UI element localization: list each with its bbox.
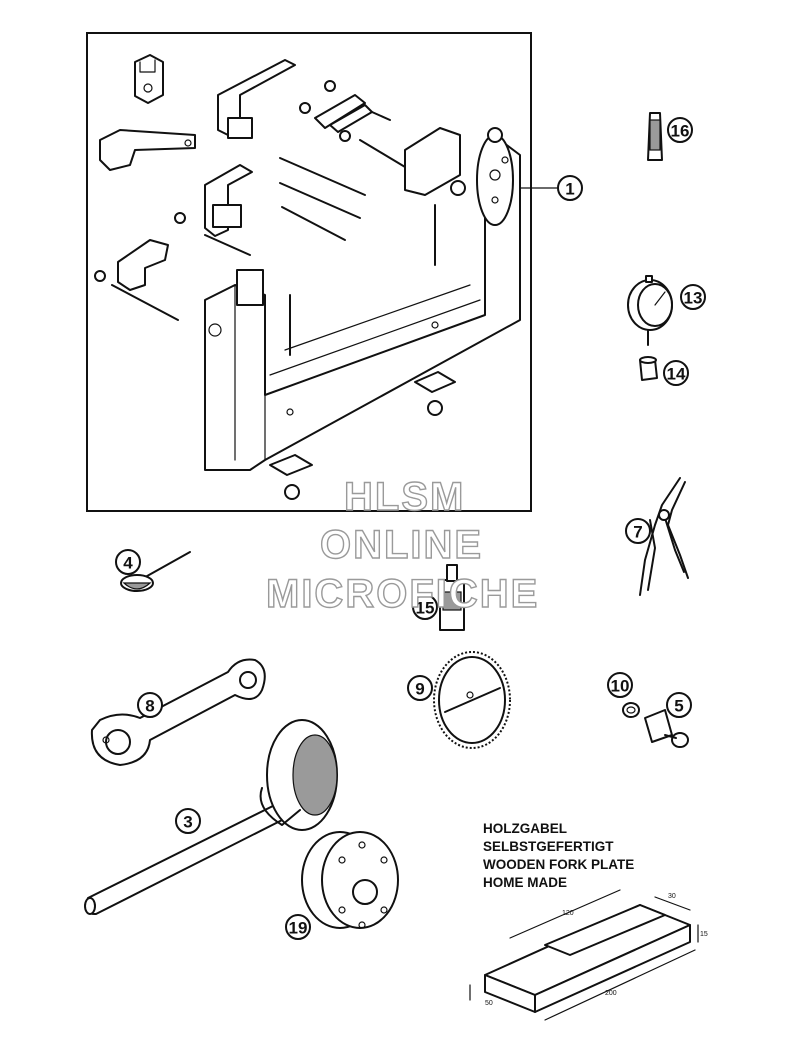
callout-7: 7 — [625, 518, 651, 544]
note-line-3: WOODEN FORK PLATE — [483, 857, 635, 872]
part-9-gear-disc — [433, 651, 511, 749]
svg-text:3: 3 — [183, 813, 192, 832]
part-5-puller — [644, 709, 689, 748]
dim-height: 15 — [700, 931, 708, 938]
dim-width: 30 — [668, 893, 676, 900]
wooden-fork-plate-note: HOLZGABEL SELBSTGEFERTIGT WOODEN FORK PL… — [483, 820, 634, 892]
part-13-dial-gauge — [627, 275, 673, 346]
part-7-circlip-pliers — [639, 477, 689, 596]
note-line-2: SELBSTGEFERTIGT — [483, 839, 614, 854]
svg-text:14: 14 — [667, 365, 686, 384]
part-14-fitting — [639, 356, 658, 381]
callout-19: 19 — [285, 914, 311, 940]
note-line-4: HOME MADE — [483, 875, 567, 890]
callout-8: 8 — [137, 692, 163, 718]
callout-9: 9 — [407, 675, 433, 701]
svg-text:1: 1 — [565, 180, 574, 199]
dim-length-bottom: 200 — [605, 990, 617, 997]
svg-text:16: 16 — [671, 122, 690, 141]
svg-text:5: 5 — [674, 697, 683, 716]
callout-16: 16 — [667, 117, 693, 143]
svg-text:13: 13 — [684, 289, 703, 308]
svg-text:19: 19 — [289, 919, 308, 938]
callout-10: 10 — [607, 672, 633, 698]
part-19-rotor-disc — [301, 831, 399, 929]
watermark-line-3: MICROFICHE — [265, 571, 540, 616]
callout-3: 3 — [175, 808, 201, 834]
watermark-line-2: ONLINE — [319, 522, 484, 567]
engine-stand-assembly — [94, 54, 521, 500]
svg-text:8: 8 — [145, 697, 154, 716]
assembly-1-frame-box — [86, 32, 532, 512]
callout-15: 15 — [412, 594, 438, 620]
dim-width-bottom: 50 — [485, 1000, 493, 1007]
dim-length-top: 120 — [562, 910, 574, 917]
part-10-sleeve — [622, 702, 640, 718]
note-line-1: HOLZGABEL — [483, 821, 567, 836]
svg-text:9: 9 — [415, 680, 424, 699]
callout-4: 4 — [115, 549, 141, 575]
part-8-wrench — [90, 658, 266, 766]
callout-13: 13 — [680, 284, 706, 310]
part-4-tool — [120, 551, 191, 592]
svg-text:15: 15 — [416, 599, 435, 618]
callout-1: 1 — [557, 175, 583, 201]
callout-14: 14 — [663, 360, 689, 386]
svg-text:7: 7 — [633, 523, 642, 542]
part-15-bottle — [439, 564, 465, 631]
watermark-line-1: HLSM — [343, 474, 466, 519]
part-3-holding-tool — [84, 719, 338, 916]
callout-5: 5 — [666, 692, 692, 718]
wooden-fork-plate-drawing: 120 30 15 200 50 — [469, 889, 708, 1021]
part-16-bottle — [647, 112, 663, 161]
svg-text:4: 4 — [123, 554, 133, 573]
svg-text:10: 10 — [611, 677, 630, 696]
